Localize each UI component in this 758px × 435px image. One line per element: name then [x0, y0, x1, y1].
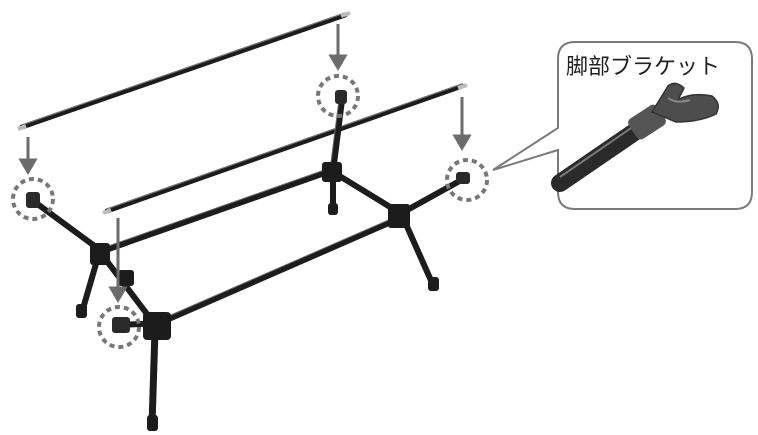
- leg-bracket-right: [456, 172, 470, 184]
- joints: [90, 162, 410, 340]
- loose-pole-front: [102, 83, 468, 215]
- feet: [76, 203, 439, 431]
- dashed-circle-icon: [11, 177, 55, 221]
- down-arrow-icon: [108, 218, 128, 303]
- leg-bracket-closeup: [551, 82, 719, 192]
- callout-balloon: [492, 41, 753, 210]
- dashed-circle-icon: [97, 305, 141, 349]
- callout-label: 脚部ブラケット: [566, 55, 720, 80]
- loose-pole-back: [17, 11, 351, 131]
- down-arrow-icon: [18, 137, 38, 175]
- frame-highlights: [99, 99, 401, 323]
- down-arrow-icon: [328, 24, 348, 71]
- leg-bracket-front: [112, 317, 130, 333]
- down-arrow-icon: [452, 97, 472, 151]
- dashed-circle-icon: [445, 158, 489, 202]
- leg-bracket-top: [335, 90, 347, 104]
- leg-bracket-left: [26, 192, 40, 208]
- dashed-circle-icon: [316, 74, 360, 118]
